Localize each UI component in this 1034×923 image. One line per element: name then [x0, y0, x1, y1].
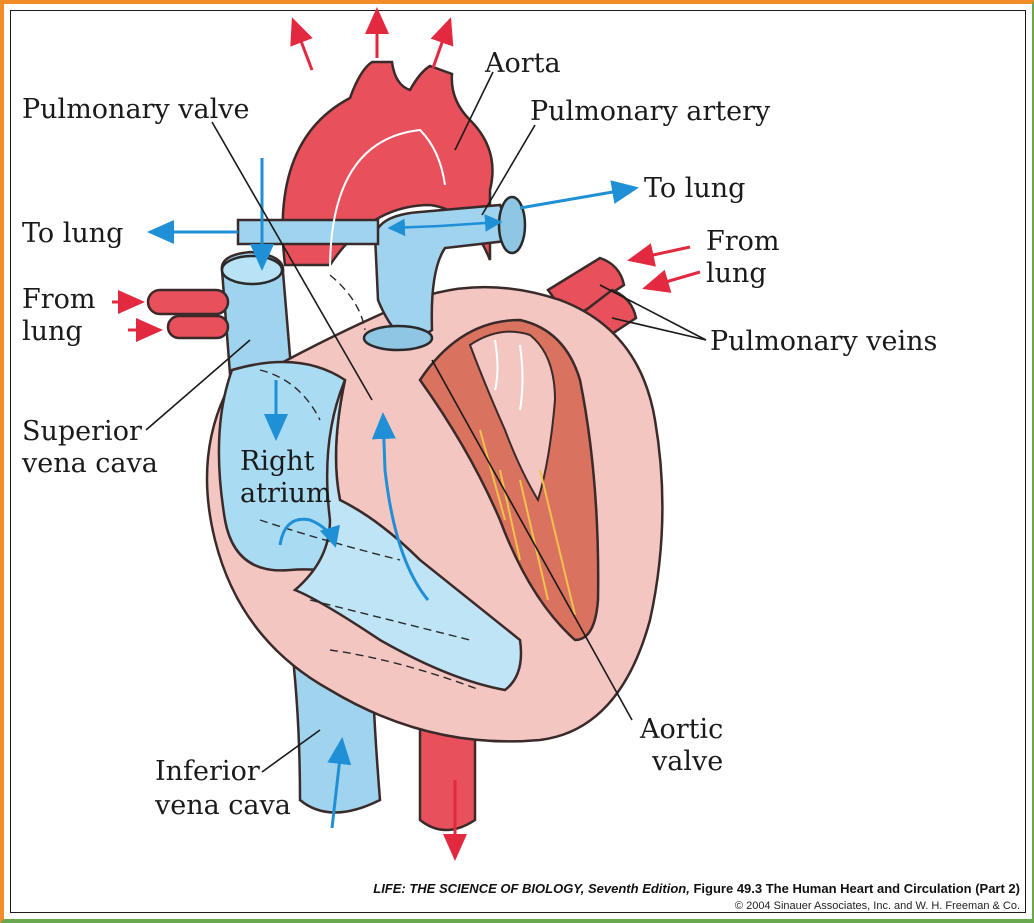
- detail-dash-4: [330, 275, 365, 330]
- label-superior-vena-cava-1: Superior: [22, 416, 142, 447]
- label-superior-vena-cava-2: vena cava: [21, 448, 158, 479]
- pulmonary-valve-ring: [364, 326, 432, 350]
- pulmonary-artery-opening: [499, 197, 525, 253]
- caption-figure: Figure 49.3 The Human Heart and Circulat…: [693, 881, 1020, 896]
- label-aortic-valve-1: Aortic: [639, 714, 723, 745]
- label-inferior-vena-cava-2: vena cava: [154, 790, 291, 821]
- label-aortic-valve-2: valve: [651, 746, 723, 777]
- left-pulmonary-vein-upper: [148, 290, 228, 314]
- label-from-lung-right-1: From: [706, 226, 780, 257]
- label-pulmonary-artery: Pulmonary artery: [530, 96, 771, 127]
- label-right-atrium-1: Right: [240, 446, 315, 477]
- aorta-branch-arrow-left: [293, 20, 312, 70]
- label-from-lung-left-1: From: [22, 284, 96, 315]
- label-right-atrium-2: atrium: [240, 478, 331, 509]
- label-aorta: Aorta: [484, 48, 561, 79]
- caption-line-1: LIFE: THE SCIENCE OF BIOLOGY, Seventh Ed…: [373, 881, 1020, 896]
- pulmonary-artery-left-branch: [238, 220, 378, 244]
- left-pulmonary-vein-lower: [168, 316, 228, 338]
- label-inferior-vena-cava-1: Inferior: [155, 756, 260, 787]
- aorta-branch-arrow-right: [433, 20, 450, 68]
- caption-book: LIFE: THE SCIENCE OF BIOLOGY, Seventh Ed…: [373, 881, 690, 896]
- label-from-lung-left-2: lung: [22, 316, 83, 347]
- label-pulmonary-valve: Pulmonary valve: [22, 94, 250, 125]
- label-from-lung-right-2: lung: [706, 258, 767, 289]
- leader-pulmonary-veins-2: [612, 318, 706, 340]
- from-lung-right-arrow-2: [645, 272, 700, 288]
- caption-copyright: © 2004 Sinauer Associates, Inc. and W. H…: [735, 900, 1020, 912]
- label-to-lung-left: To lung: [22, 218, 123, 249]
- label-to-lung-right: To lung: [644, 173, 745, 204]
- to-lung-right-arrow: [520, 188, 636, 208]
- from-lung-right-arrow-1: [630, 247, 690, 260]
- label-pulmonary-veins: Pulmonary veins: [710, 326, 937, 357]
- svc-opening: [222, 256, 282, 284]
